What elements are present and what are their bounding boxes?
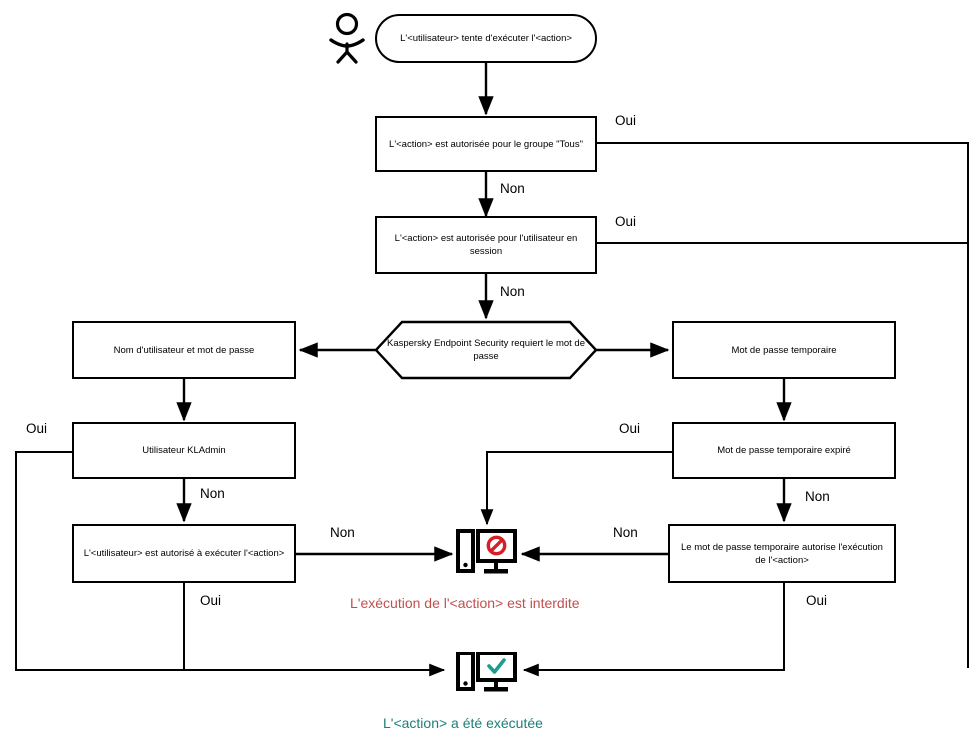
edge-label-group-yes: Oui bbox=[615, 113, 637, 128]
edge-label-user-authorized-no: Non bbox=[330, 525, 355, 540]
node-start-label: L'<utilisateur> tente d'exécuter l'<acti… bbox=[400, 33, 572, 44]
edge-label-session-yes: Oui bbox=[615, 214, 637, 229]
node-username-password[interactable]: Nom d'utilisateur et mot de passe bbox=[72, 321, 296, 379]
node-kladmin-user[interactable]: Utilisateur KLAdmin bbox=[72, 422, 296, 479]
node-username-password-label: Nom d'utilisateur et mot de passe bbox=[113, 344, 255, 356]
denied-caption: L'exécution de l'<action> est interdite bbox=[350, 595, 580, 611]
computer-denied-icon bbox=[456, 527, 518, 581]
allowed-caption: L'<action> a été exécutée bbox=[383, 715, 543, 731]
node-temp-password-expired-label: Mot de passe temporaire expiré bbox=[717, 445, 851, 456]
user-actor-icon bbox=[325, 12, 369, 64]
node-user-authorized-label: L'<utilisateur> est autorisé à exécuter … bbox=[83, 548, 285, 559]
edge-label-temp-allows-no: Non bbox=[613, 525, 638, 540]
edge-label-user-authorized-yes: Oui bbox=[200, 593, 222, 608]
node-session-user-allowed-label: L'<action> est autorisée pour l'utilisat… bbox=[394, 233, 578, 257]
edge-label-temp-allows-yes: Oui bbox=[806, 593, 828, 608]
edge-label-kladmin-no: Non bbox=[200, 486, 225, 501]
node-group-allowed-label: L'<action> est autorisée pour le groupe … bbox=[389, 138, 583, 150]
edge-label-kladmin-yes: Oui bbox=[26, 421, 48, 436]
node-temp-password-label: Mot de passe temporaire bbox=[731, 344, 837, 356]
edge-label-group-no: Non bbox=[500, 181, 525, 196]
node-temp-password[interactable]: Mot de passe temporaire bbox=[672, 321, 896, 379]
node-temp-password-allows-label: Le mot de passe temporaire autorise l'ex… bbox=[681, 541, 883, 566]
edge-label-session-no: Non bbox=[500, 284, 525, 299]
node-start[interactable]: L'<utilisateur> tente d'exécuter l'<acti… bbox=[375, 14, 597, 63]
node-user-authorized[interactable]: L'<utilisateur> est autorisé à exécuter … bbox=[72, 524, 296, 583]
edge-label-expired-no: Non bbox=[805, 489, 830, 504]
node-group-allowed[interactable]: L'<action> est autorisée pour le groupe … bbox=[375, 116, 597, 172]
node-password-required-label: Kaspersky Endpoint Security requiert le … bbox=[386, 338, 585, 362]
computer-allowed-icon bbox=[456, 651, 518, 694]
node-session-user-allowed[interactable]: L'<action> est autorisée pour l'utilisat… bbox=[375, 216, 597, 274]
edge-label-expired-yes: Oui bbox=[619, 421, 641, 436]
node-temp-password-expired[interactable]: Mot de passe temporaire expiré bbox=[672, 422, 896, 479]
node-kladmin-user-label: Utilisateur KLAdmin bbox=[142, 445, 226, 456]
node-password-required[interactable]: Kaspersky Endpoint Security requiert le … bbox=[374, 320, 598, 380]
node-temp-password-allows[interactable]: Le mot de passe temporaire autorise l'ex… bbox=[668, 524, 896, 583]
